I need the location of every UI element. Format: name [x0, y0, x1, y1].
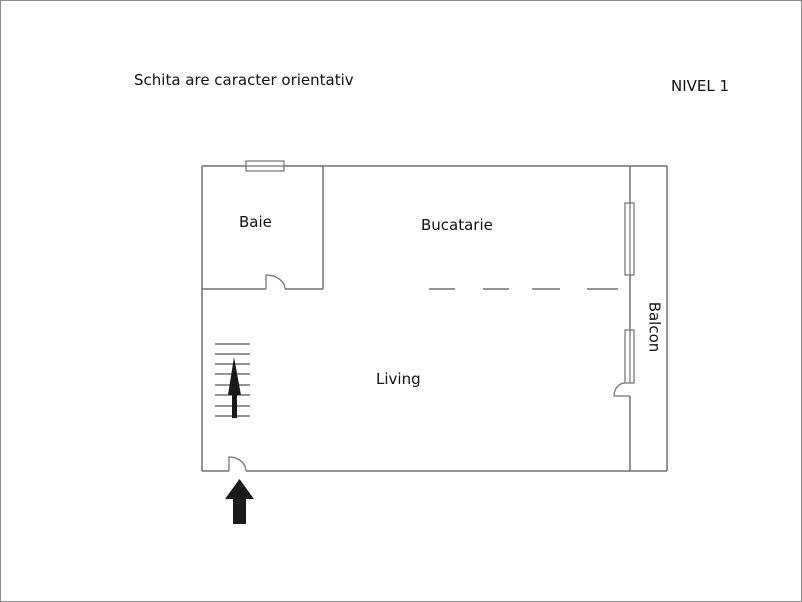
- stairs-up-arrow-icon: [228, 357, 241, 418]
- level-label: NIVEL 1: [671, 77, 730, 95]
- door-baie: [265, 274, 286, 290]
- window-baie: [245, 160, 285, 172]
- door-entrance: [228, 456, 247, 472]
- room-label-bucatarie: Bucatarie: [421, 216, 493, 234]
- room-label-baie: Baie: [239, 213, 272, 231]
- room-label-living: Living: [376, 370, 421, 388]
- room-label-balcon: Balcon: [645, 301, 664, 353]
- balcony-door-window: [624, 329, 635, 384]
- window-bucatarie: [624, 202, 635, 276]
- entrance-arrow-icon: [225, 479, 254, 524]
- door-balcony: [613, 382, 630, 397]
- disclaimer-note: Schita are caracter orientativ: [134, 71, 354, 89]
